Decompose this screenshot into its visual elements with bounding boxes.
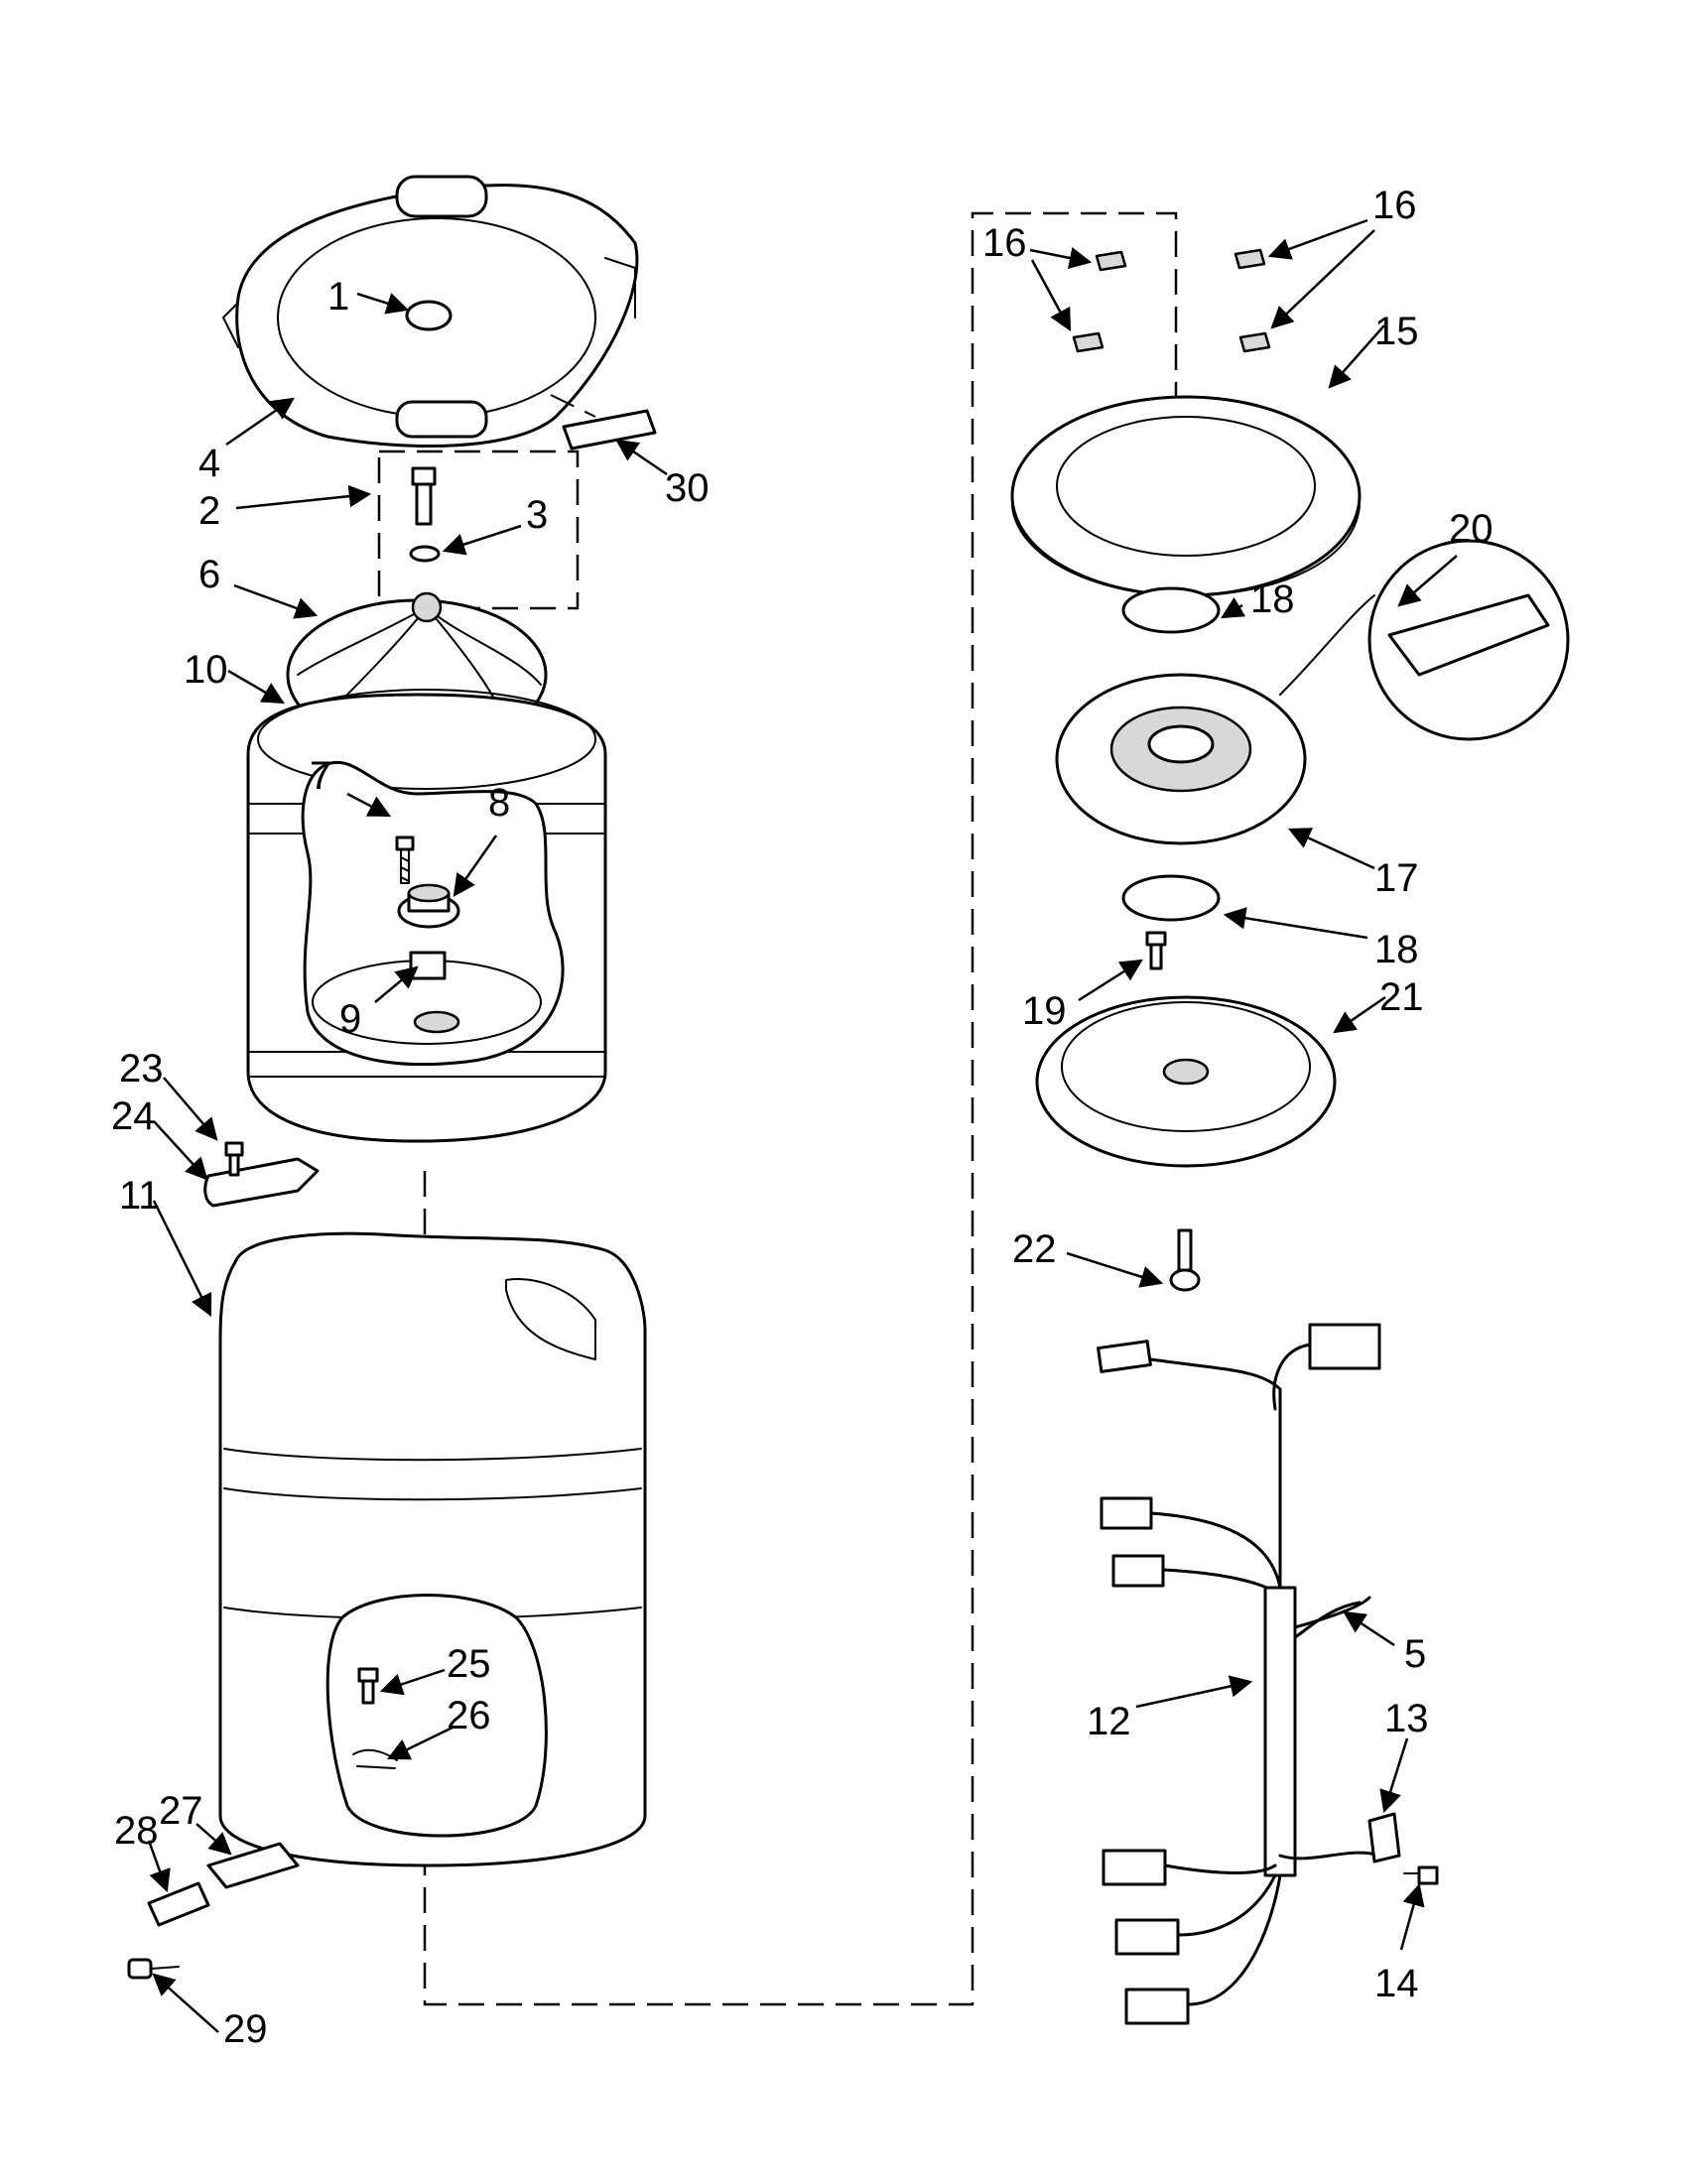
callout-25: 25 xyxy=(447,1642,491,1686)
gasket-part-18-lower xyxy=(1121,874,1221,922)
screw-part-19 xyxy=(1145,931,1167,970)
screw-part-14 xyxy=(1403,1865,1439,1885)
callout-2: 2 xyxy=(198,489,220,533)
callout-8: 8 xyxy=(488,781,510,825)
washer-part-3 xyxy=(409,545,441,563)
callout-17: 17 xyxy=(1374,856,1419,900)
bracket-part-28 xyxy=(147,1881,210,1927)
callout-18a: 18 xyxy=(1250,578,1295,621)
screw-part-25 xyxy=(357,1667,379,1705)
callout-23: 23 xyxy=(119,1047,164,1091)
heater-part-27 xyxy=(206,1842,300,1889)
screw-part-23 xyxy=(224,1141,244,1177)
gasket-part-18-upper xyxy=(1121,586,1221,634)
callout-7: 7 xyxy=(310,754,331,798)
callout-30: 30 xyxy=(665,466,710,510)
stator-cover-part-15 xyxy=(1010,395,1362,597)
screw-part-7 xyxy=(395,835,415,884)
leader-arrows xyxy=(147,218,1458,2033)
callout-27: 27 xyxy=(159,1789,203,1833)
tube-part-5 xyxy=(1293,1596,1371,1629)
callout-11: 11 xyxy=(119,1174,161,1218)
pad-part-30 xyxy=(562,409,657,450)
callout-5: 5 xyxy=(1404,1632,1426,1676)
callout-28: 28 xyxy=(114,1809,159,1853)
callout-16a: 16 xyxy=(982,221,1027,265)
cap-part-1 xyxy=(405,300,453,331)
callout-3: 3 xyxy=(526,493,548,537)
callout-12: 12 xyxy=(1087,1700,1131,1743)
bolt-part-22 xyxy=(1169,1228,1201,1292)
clip-part-16-b xyxy=(1234,248,1271,353)
callout-6: 6 xyxy=(198,553,220,596)
callout-20: 20 xyxy=(1449,507,1493,551)
callout-9: 9 xyxy=(339,997,361,1041)
outer-tub-part-11 xyxy=(218,1231,647,1867)
sensor-inset-part-20 xyxy=(1279,539,1570,741)
rotor-part-21 xyxy=(1035,995,1337,1168)
callout-22: 22 xyxy=(1012,1227,1057,1271)
callout-18b: 18 xyxy=(1374,928,1419,971)
stator-part-17 xyxy=(1055,673,1307,845)
callout-15: 15 xyxy=(1374,310,1419,353)
callout-26: 26 xyxy=(447,1694,491,1737)
callout-4: 4 xyxy=(198,442,220,485)
bracket-part-24 xyxy=(203,1157,320,1208)
callout-29: 29 xyxy=(223,2007,268,2051)
sensor-part-13 xyxy=(1367,1812,1401,1863)
callout-21: 21 xyxy=(1379,975,1424,1019)
callout-14: 14 xyxy=(1374,1962,1419,2005)
callout-1: 1 xyxy=(327,275,349,319)
callout-labels: 1 2 3 4 5 6 7 8 9 10 11 12 13 14 15 16 1… xyxy=(111,184,1493,2051)
callout-13: 13 xyxy=(1384,1697,1429,1740)
bolt-part-2 xyxy=(411,466,437,526)
clip-part-16-a xyxy=(1072,250,1127,353)
callout-10: 10 xyxy=(184,648,228,692)
wire-harness-part-12 xyxy=(1097,1323,1381,2025)
callout-24: 24 xyxy=(111,1094,156,1138)
callout-16b: 16 xyxy=(1372,184,1417,227)
callout-19: 19 xyxy=(1022,989,1067,1033)
screw-part-29 xyxy=(127,1958,180,1980)
hub-part-8 xyxy=(397,883,460,929)
